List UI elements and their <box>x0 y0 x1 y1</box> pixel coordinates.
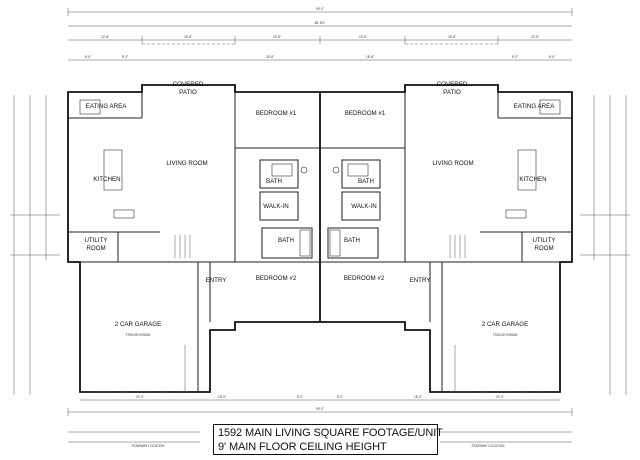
bedroom1-left: BEDROOM #1 <box>256 110 297 117</box>
bedroom2-right: BEDROOM #2 <box>344 275 385 282</box>
entry-right: ENTRY <box>410 277 431 284</box>
bottom-dim-1: 22'-0" <box>136 395 144 399</box>
trough-drain-right: TROUGH DRAIN <box>493 333 518 337</box>
kitchen-right: KITCHEN <box>519 176 546 183</box>
overall-inner-dim: 86'-8½" <box>315 21 326 25</box>
overall-width-dim: 90'-0" <box>316 7 324 11</box>
bottom-dim-4: 5'-0" <box>337 395 343 399</box>
bottom-dim-2: 18'-0" <box>218 395 226 399</box>
second-dim-3: 18'-8" <box>266 55 274 59</box>
garage-left: 2 CAR GARAGE <box>115 321 161 328</box>
top-dim-3: 15'-8" <box>273 35 281 39</box>
stairway-location-right: STAIRWAY LOCATION <box>472 444 506 448</box>
stairs-left <box>174 235 191 258</box>
floor-plan-note-box: 1592 MAIN LIVING SQUARE FOOTAGE/UNIT 9' … <box>213 424 443 455</box>
walkin-right: WALK-IN <box>351 203 377 210</box>
second-dim-1: 6'-0" <box>85 55 91 59</box>
top-dim-1: 12'-8" <box>101 35 109 39</box>
living-room-right: LIVING ROOM <box>432 160 473 167</box>
fixtures <box>79 99 561 393</box>
eating-area-right: EATING AREA <box>514 103 556 110</box>
room-left: ROOM <box>86 245 105 252</box>
covered-patio-left-line1: COVERED <box>173 81 204 88</box>
dimension-strings-top: 90'-0" 86'-8½" 12'-8" 18'-8" 15'-8" 15'-… <box>67 7 573 61</box>
bottom-dim-3: 5'-0" <box>297 395 303 399</box>
stairway-location-left: STAIRWAY LOCATION <box>132 444 166 448</box>
covered-patio-right-line2: PATIO <box>443 89 461 96</box>
top-dim-4: 15'-8" <box>359 35 367 39</box>
bath-upper-left: BATH <box>266 178 282 185</box>
covered-patio-left-line2: PATIO <box>179 89 197 96</box>
exterior-walls <box>67 84 573 393</box>
bath-upper-right: BATH <box>358 178 374 185</box>
walkin-left: WALK-IN <box>263 203 289 210</box>
top-dim-6: 12'-8" <box>531 35 539 39</box>
dimension-strings-side <box>10 95 630 395</box>
second-dim-5: 9'-2" <box>512 55 518 59</box>
bottom-dim-5: 18'-0" <box>414 395 422 399</box>
top-dim-2: 18'-8" <box>184 35 192 39</box>
second-dim-4: 18'-8" <box>366 55 374 59</box>
utility-right: UTILITY <box>532 237 555 244</box>
bottom-dim-6: 22'-0" <box>496 395 504 399</box>
overall-bottom-dim: 90'-0" <box>316 407 324 411</box>
room-labels: COVERED PATIO COVERED PATIO EATING AREA … <box>84 81 555 337</box>
dimension-strings-bottom: 22'-0" 18'-0" 5'-0" 5'-0" 18'-0" 22'-0" … <box>67 395 573 448</box>
square-footage-note: 1592 MAIN LIVING SQUARE FOOTAGE/UNIT <box>218 427 443 439</box>
room-right: ROOM <box>534 245 553 252</box>
second-dim-2: 9'-2" <box>122 55 128 59</box>
living-room-left: LIVING ROOM <box>166 160 207 167</box>
kitchen-left: KITCHEN <box>93 176 120 183</box>
stairs-right <box>449 235 466 258</box>
utility-left: UTILITY <box>84 237 107 244</box>
interior-walls-right <box>320 92 572 392</box>
trough-drain-left: TROUGH DRAIN <box>126 333 151 337</box>
bedroom1-right: BEDROOM #1 <box>345 110 386 117</box>
garage-right: 2 CAR GARAGE <box>482 321 528 328</box>
bath-lower-right: BATH <box>344 237 360 244</box>
eating-area-left: EATING AREA <box>86 103 128 110</box>
bath-lower-left: BATH <box>278 237 294 244</box>
top-dim-5: 18'-8" <box>448 35 456 39</box>
covered-patio-right-line1: COVERED <box>437 81 468 88</box>
interior-walls-left <box>68 92 320 392</box>
second-dim-6: 6'-0" <box>549 55 555 59</box>
ceiling-height-note: 9' MAIN FLOOR CEILING HEIGHT <box>218 441 387 453</box>
entry-left: ENTRY <box>206 277 227 284</box>
bedroom2-left: BEDROOM #2 <box>256 275 297 282</box>
